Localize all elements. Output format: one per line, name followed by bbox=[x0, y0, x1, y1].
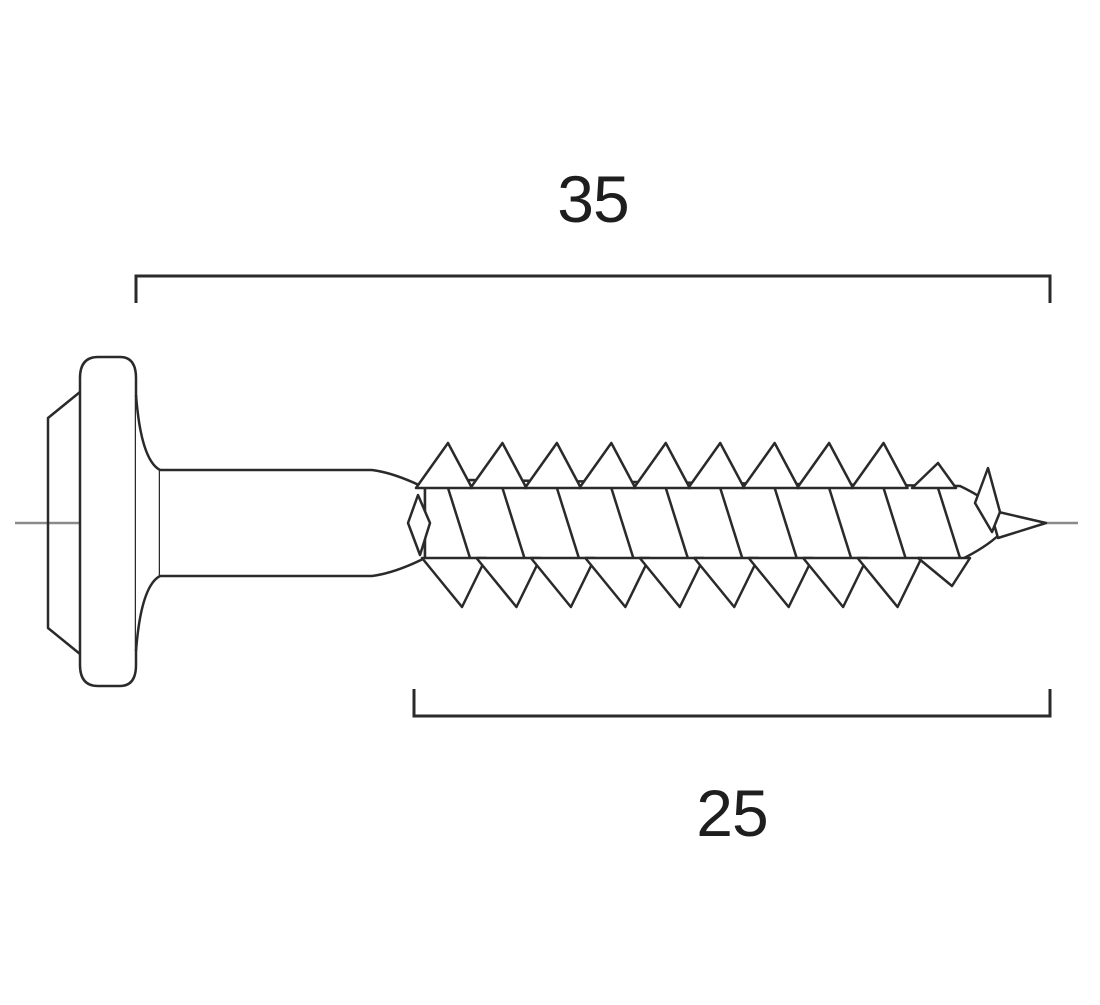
thread-crest-bottom bbox=[584, 556, 651, 609]
screw-head bbox=[46, 355, 162, 688]
thread-crest-top bbox=[523, 441, 583, 490]
thread-flank-line bbox=[882, 487, 907, 559]
thread-start bbox=[406, 493, 432, 557]
thread-length-label: 25 bbox=[696, 776, 768, 850]
total-length-label: 35 bbox=[557, 162, 629, 236]
thread-crest-bottom bbox=[747, 556, 814, 609]
thread-crest-bottom bbox=[916, 556, 972, 588]
thread-crest-top bbox=[741, 441, 800, 490]
thread-crest-bottom bbox=[692, 556, 760, 609]
screw-threads bbox=[406, 441, 1002, 609]
thread-flank-line bbox=[501, 487, 526, 559]
thread-crest-top bbox=[850, 441, 909, 490]
thread-flank-line bbox=[827, 487, 853, 559]
thread-crest-top bbox=[910, 461, 958, 490]
thread-flank-line bbox=[936, 487, 962, 559]
thread-crest-bottom bbox=[529, 556, 597, 609]
thread-crest-top bbox=[414, 441, 474, 490]
thread-flank-line bbox=[773, 487, 798, 559]
thread-crest-top bbox=[469, 441, 528, 490]
thread-crest-bottom bbox=[856, 556, 923, 609]
thread-crest-bottom bbox=[420, 556, 488, 609]
thread-crest-top bbox=[795, 441, 855, 490]
thread-length-bracket bbox=[412, 689, 1052, 718]
thread-flank-line bbox=[555, 487, 581, 559]
thread-crest-top bbox=[632, 441, 692, 490]
thread-flank-line bbox=[610, 487, 635, 559]
thread-crest-bottom bbox=[475, 556, 542, 609]
thread-flank-line bbox=[664, 487, 689, 559]
thread-flank-line bbox=[719, 487, 744, 559]
thread-flank-line bbox=[446, 487, 472, 559]
total-length-bracket bbox=[134, 274, 1052, 303]
screw-shank bbox=[160, 468, 427, 578]
thread-crest-top bbox=[578, 441, 637, 490]
thread-crest-bottom bbox=[638, 556, 706, 609]
screw-tip bbox=[973, 466, 1048, 540]
thread-core bbox=[423, 478, 1002, 568]
thread-crest-top bbox=[686, 441, 746, 490]
thread-crest-bottom bbox=[801, 556, 869, 609]
